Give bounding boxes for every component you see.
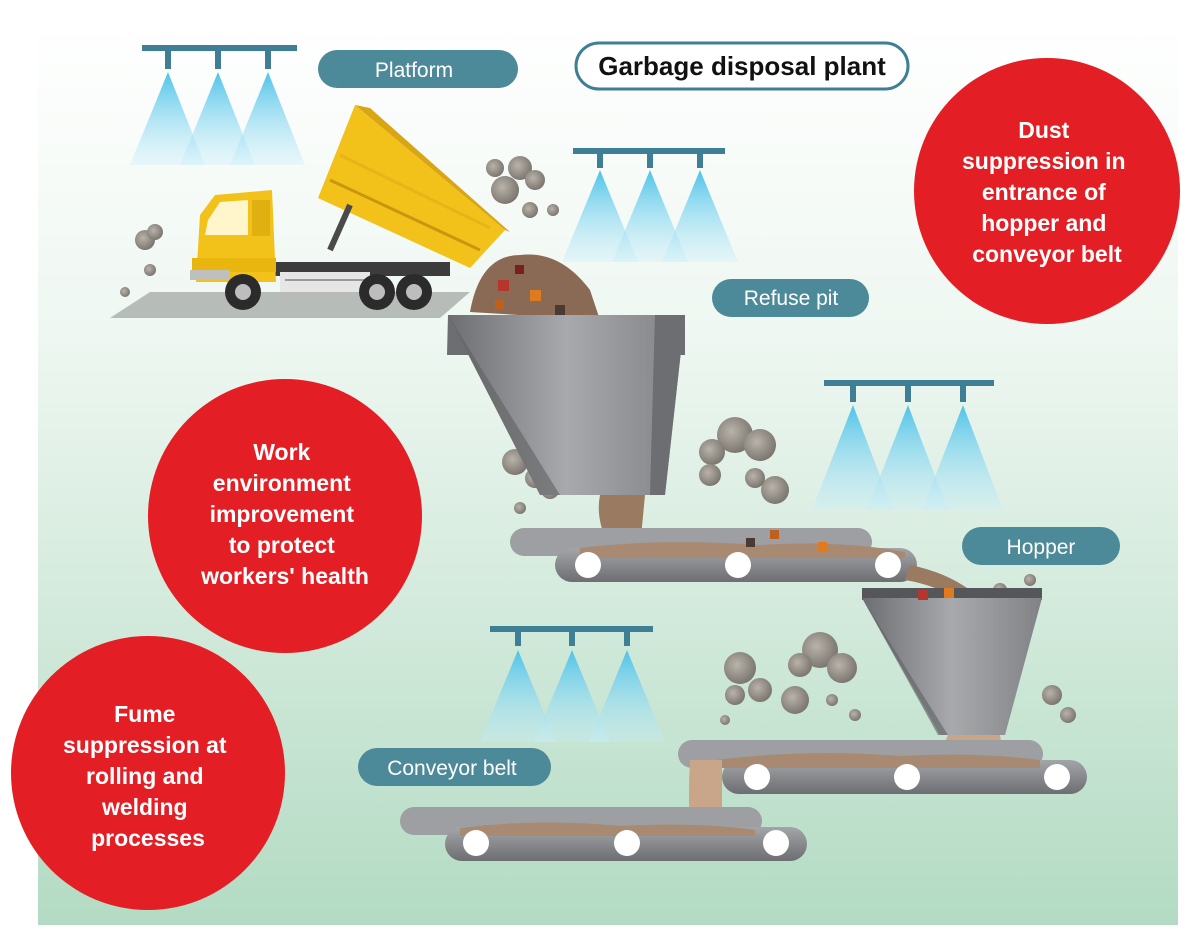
svg-text:Dust suppression in: Dust suppression in entrance of hopper a…: [962, 117, 1132, 267]
callout-dust-line-3: entrance of: [982, 179, 1106, 205]
dust-clouds: [120, 156, 1076, 725]
callout-dust-line-4: hopper and: [981, 210, 1106, 236]
refuse-pit: [447, 254, 685, 548]
label-refuse-pit: Refuse pit: [712, 279, 869, 317]
label-conveyor-belt-text: Conveyor belt: [387, 757, 517, 780]
label-platform: Platform: [318, 50, 518, 88]
callout-work-line-1: Work: [253, 439, 310, 465]
callout-fume-line-3: rolling and: [86, 763, 204, 789]
label-refuse-pit-text: Refuse pit: [744, 287, 839, 310]
callout-work-line-2: environment: [213, 470, 351, 496]
conveyor-upper: [510, 528, 970, 600]
svg-text:Work environment i: Work environment improvement to protect …: [200, 439, 369, 589]
callout-dust-line-2: suppression in: [962, 148, 1126, 174]
label-platform-text: Platform: [375, 59, 453, 82]
callout-fume-suppression: Fume suppression at rolling and welding …: [11, 636, 285, 910]
callout-dust-line-1: Dust: [1018, 117, 1069, 143]
spray-nozzle-platform: [130, 45, 305, 165]
label-hopper: Hopper: [962, 527, 1120, 565]
label-hopper-text: Hopper: [1007, 536, 1076, 559]
callout-work-line-4: to protect: [229, 532, 335, 558]
callout-fume-line-4: welding: [101, 794, 188, 820]
spray-nozzle-refuse-pit: [562, 148, 738, 262]
dump-truck: [110, 105, 510, 318]
conveyor-lower: [400, 807, 807, 861]
callout-work-line-5: workers' health: [200, 563, 369, 589]
callout-fume-line-2: suppression at: [63, 732, 227, 758]
callout-work-environment: Work environment improvement to protect …: [148, 379, 422, 653]
callout-work-line-3: improvement: [210, 501, 355, 527]
callout-dust-suppression: Dust suppression in entrance of hopper a…: [914, 58, 1180, 324]
label-conveyor-belt: Conveyor belt: [358, 748, 551, 786]
spray-nozzle-conveyor: [480, 626, 665, 742]
callout-dust-line-5: conveyor belt: [972, 241, 1122, 267]
spray-nozzle-hopper: [812, 380, 1003, 510]
svg-text:Fume suppression at: Fume suppression at rolling and welding …: [63, 701, 233, 851]
conveyor-middle: [678, 740, 1087, 832]
callout-fume-line-5: processes: [91, 825, 205, 851]
page-title: Garbage disposal plant: [598, 51, 886, 81]
callout-fume-line-1: Fume: [114, 701, 175, 727]
title-box: Garbage disposal plant: [574, 41, 910, 91]
